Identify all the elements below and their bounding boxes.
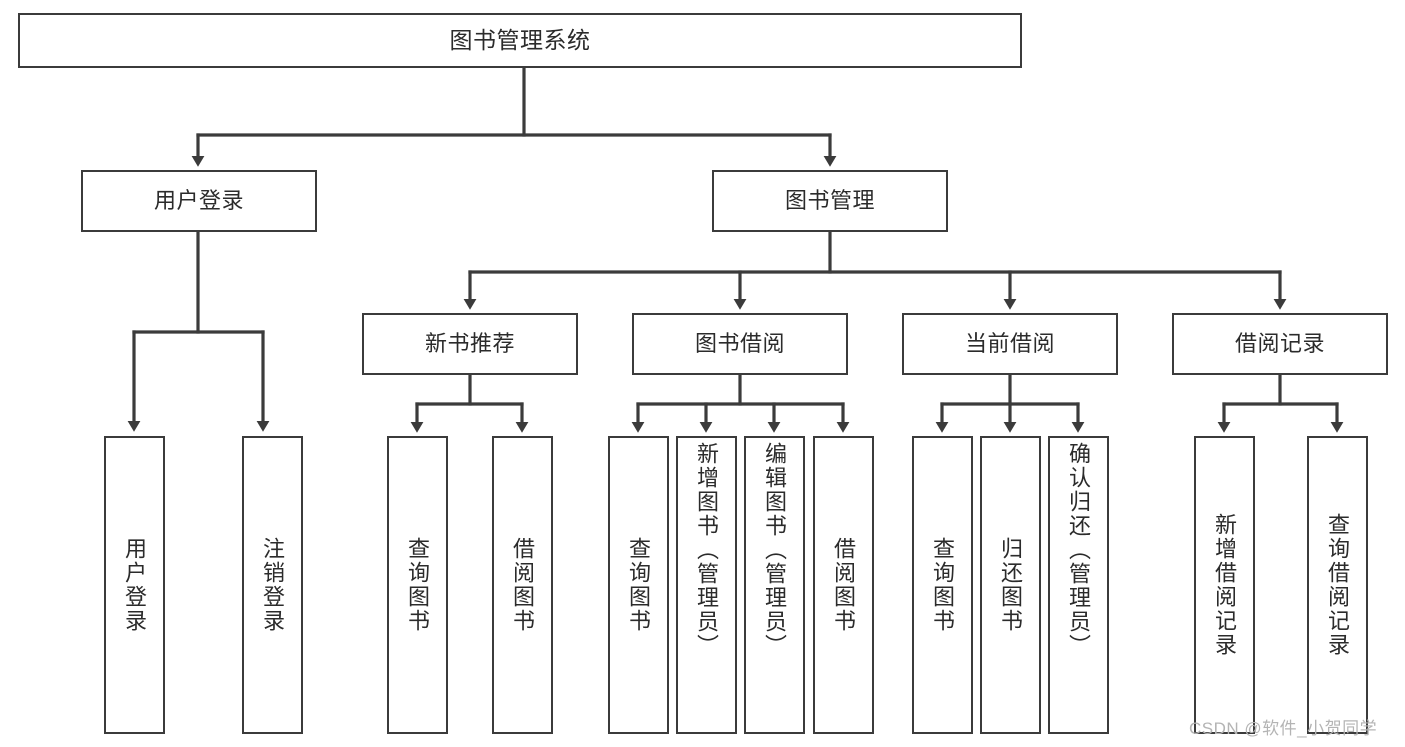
node-leaf-add-book[interactable]: 新增图书（管理员） bbox=[676, 436, 737, 734]
node-leaf-query-record[interactable]: 查询借阅记录 bbox=[1307, 436, 1368, 734]
node-leaf-return-book[interactable]: 归还图书 bbox=[980, 436, 1041, 734]
node-leaf-query-book-1[interactable]: 查询图书 bbox=[387, 436, 448, 734]
node-leaf-edit-book[interactable]: 编辑图书（管理员） bbox=[744, 436, 805, 734]
node-leaf-query-book-2[interactable]: 查询图书 bbox=[608, 436, 669, 734]
node-borrow-record-label: 借阅记录 bbox=[1234, 331, 1325, 356]
node-book-management-label: 图书管理 bbox=[784, 188, 875, 213]
node-leaf-confirm-return-label: 确认归还（管理员） bbox=[1066, 442, 1092, 658]
node-book-borrow-label: 图书借阅 bbox=[694, 331, 785, 356]
node-book-management[interactable]: 图书管理 bbox=[712, 170, 948, 232]
node-current-borrow[interactable]: 当前借阅 bbox=[902, 313, 1118, 375]
node-leaf-edit-book-label: 编辑图书（管理员） bbox=[762, 442, 788, 658]
node-leaf-confirm-return[interactable]: 确认归还（管理员） bbox=[1048, 436, 1109, 734]
node-leaf-borrow-book-2[interactable]: 借阅图书 bbox=[813, 436, 874, 734]
node-book-borrow[interactable]: 图书借阅 bbox=[632, 313, 848, 375]
node-leaf-query-book-2-label: 查询图书 bbox=[626, 537, 652, 633]
node-root[interactable]: 图书管理系统 bbox=[18, 13, 1022, 68]
csdn-watermark: CSDN @软件_小贺同学 bbox=[1189, 719, 1378, 738]
node-user-login[interactable]: 用户登录 bbox=[81, 170, 317, 232]
node-leaf-add-record-label: 新增借阅记录 bbox=[1212, 513, 1238, 657]
node-current-borrow-label: 当前借阅 bbox=[964, 331, 1055, 356]
node-borrow-record[interactable]: 借阅记录 bbox=[1172, 313, 1388, 375]
node-leaf-return-book-label: 归还图书 bbox=[998, 537, 1024, 633]
node-new-book-recommend-label: 新书推荐 bbox=[424, 331, 515, 356]
node-root-label: 图书管理系统 bbox=[449, 27, 591, 53]
node-leaf-user-login[interactable]: 用户登录 bbox=[104, 436, 165, 734]
node-leaf-query-record-label: 查询借阅记录 bbox=[1325, 513, 1351, 657]
node-leaf-logout[interactable]: 注销登录 bbox=[242, 436, 303, 734]
node-leaf-borrow-book-2-label: 借阅图书 bbox=[831, 537, 857, 633]
node-leaf-query-book-1-label: 查询图书 bbox=[405, 537, 431, 633]
node-leaf-add-record[interactable]: 新增借阅记录 bbox=[1194, 436, 1255, 734]
node-leaf-borrow-book-1[interactable]: 借阅图书 bbox=[492, 436, 553, 734]
node-leaf-borrow-book-1-label: 借阅图书 bbox=[510, 537, 536, 633]
node-leaf-logout-label: 注销登录 bbox=[260, 537, 286, 633]
node-leaf-query-book-3-label: 查询图书 bbox=[930, 537, 956, 633]
node-leaf-add-book-label: 新增图书（管理员） bbox=[694, 442, 720, 658]
node-leaf-user-login-label: 用户登录 bbox=[122, 537, 148, 633]
node-leaf-query-book-3[interactable]: 查询图书 bbox=[912, 436, 973, 734]
node-user-login-label: 用户登录 bbox=[153, 188, 244, 213]
node-new-book-recommend[interactable]: 新书推荐 bbox=[362, 313, 578, 375]
